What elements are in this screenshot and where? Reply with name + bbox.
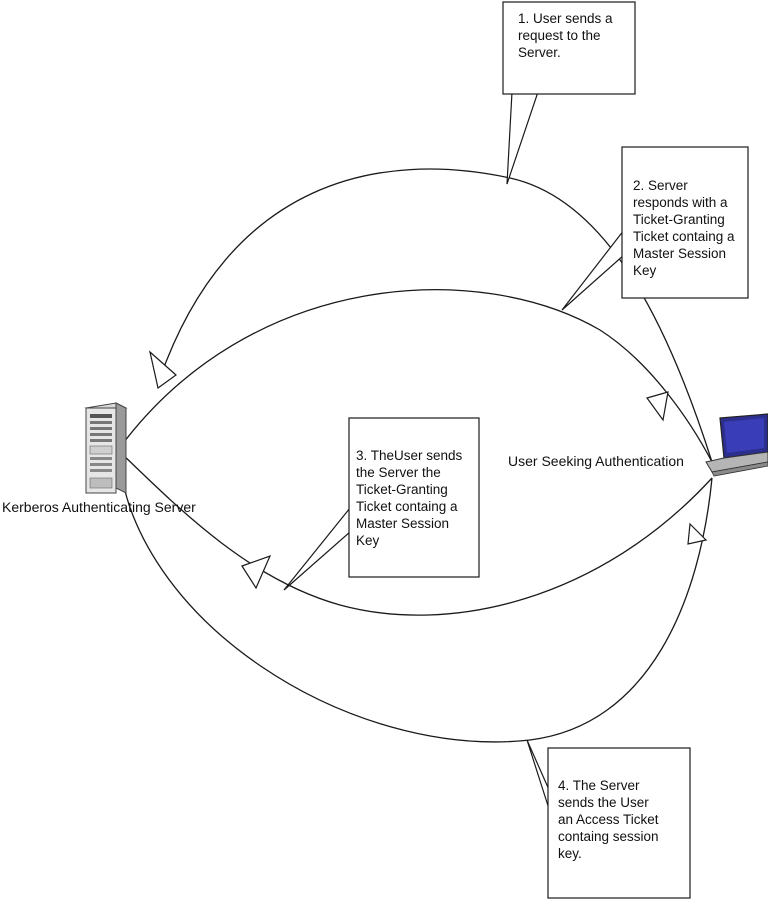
callout-box-step-2	[621, 146, 749, 299]
server-label: Kerberos Authenticating Server	[2, 499, 196, 515]
callout-box-step-4	[547, 747, 691, 899]
callout-pointer-step-2	[561, 228, 625, 311]
flow-curve-step-1	[159, 168, 713, 463]
laptop-icon	[705, 413, 768, 477]
flow-curve-step-4	[117, 449, 713, 743]
arrowhead-step-1	[149, 350, 177, 390]
flow-curve-step-2	[117, 289, 713, 463]
callout-pointer-step-1	[506, 91, 539, 185]
callout-box-step-1	[502, 1, 636, 95]
callout-text-step-1: 1. User sends a request to the Server.	[518, 11, 616, 60]
arrowhead-step-2	[646, 391, 669, 422]
arrowhead-step-3	[241, 554, 272, 590]
server-tower-icon	[84, 402, 128, 494]
callout-text-step-4: 4. The Server sends the User an Access T…	[558, 778, 662, 861]
callout-text-step-2: 2. Server responds with a Ticket-Grantin…	[633, 178, 738, 278]
callout-pointer-step-3	[283, 506, 351, 591]
callout-text-step-3: 3. TheUser sends the Server the Ticket-G…	[356, 448, 466, 548]
flow-curve-step-3	[117, 449, 713, 616]
arrowhead-step-4	[687, 522, 708, 545]
callout-pointer-step-4	[526, 739, 551, 813]
user-label: User Seeking Authentication	[508, 453, 684, 469]
callout-box-step-3	[348, 417, 480, 578]
